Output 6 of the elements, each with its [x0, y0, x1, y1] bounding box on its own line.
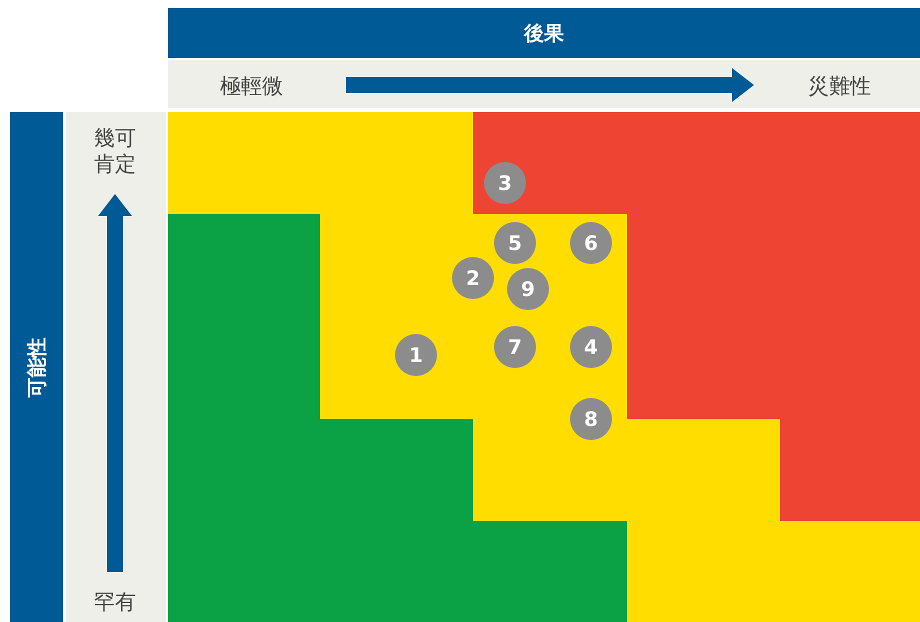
header-band: 可能性 [10, 112, 63, 622]
axis-label: 幾可肯定 [93, 125, 137, 177]
axis-label: 極輕微 [220, 73, 283, 100]
axis-label: 罕有 [93, 589, 137, 616]
axis-label: 災難性 [808, 73, 871, 100]
header-band: 後果 [168, 8, 920, 58]
